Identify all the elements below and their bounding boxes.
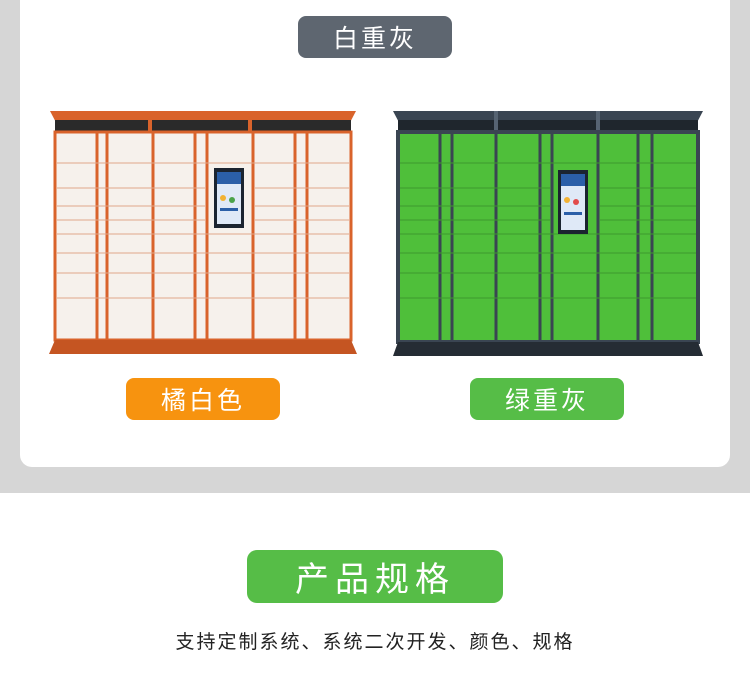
orange-white-color-label: 橘白色	[126, 378, 280, 420]
product-specifications-title: 产品规格	[247, 550, 503, 603]
orange-white-locker-image	[49, 111, 357, 354]
green-gray-locker-image	[393, 111, 703, 356]
white-gray-color-label: 白重灰	[298, 16, 452, 58]
customization-description: 支持定制系统、系统二次开发、颜色、规格	[175, 631, 575, 653]
green-gray-color-label: 绿重灰	[470, 378, 624, 420]
